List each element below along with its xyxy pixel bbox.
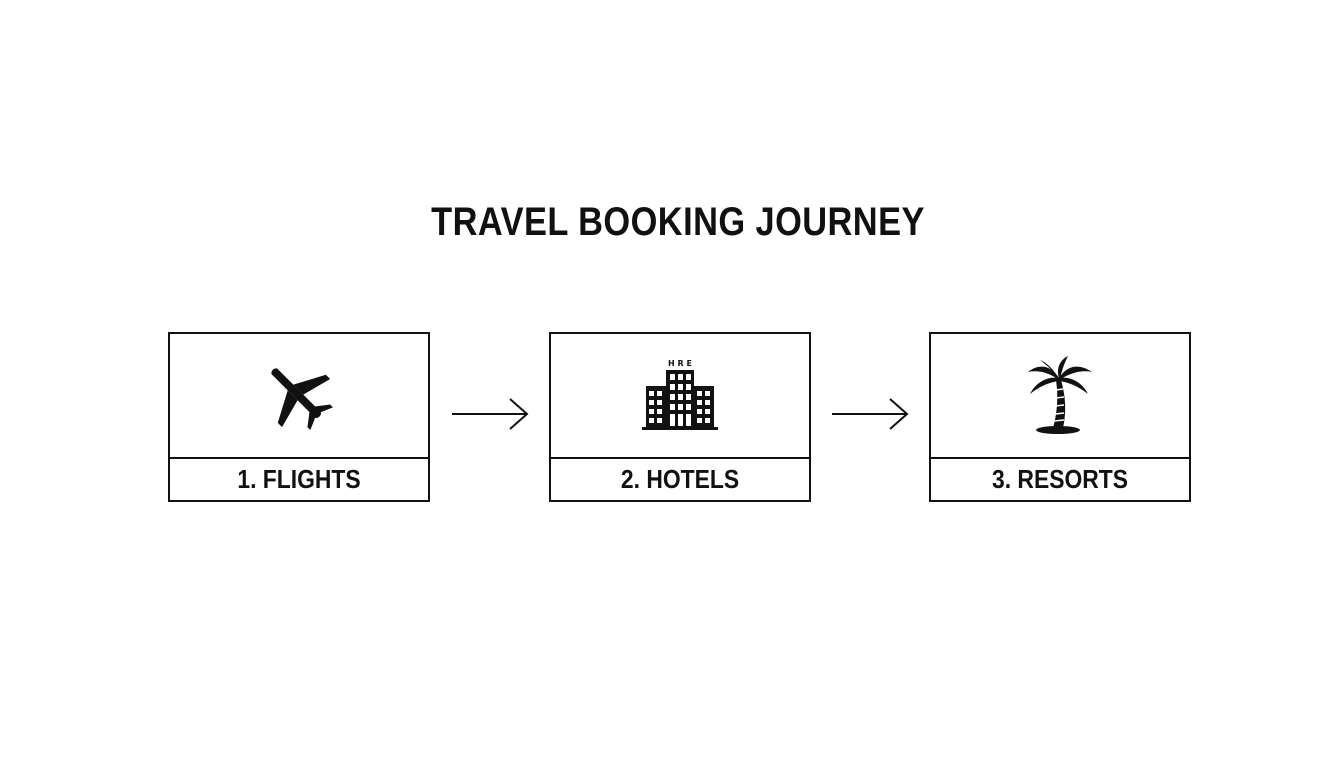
step-icon-area-hotels: H R E	[551, 334, 809, 459]
step-card-resorts: 3. RESORTS	[929, 332, 1191, 502]
arrow-right-icon	[832, 398, 909, 430]
step-icon-area-flights	[170, 334, 428, 459]
step-label-resorts: 3. RESORTS	[991, 464, 1129, 494]
step-label-hotels: 2. HOTELS	[620, 464, 740, 494]
step-label-flights: 1. FLIGHTS	[237, 464, 361, 494]
step-card-hotels: H R E	[549, 332, 811, 502]
palm-tree-icon	[1028, 355, 1092, 434]
hotel-sign-text: H R E	[668, 359, 692, 368]
hotel-building-icon: H R E	[642, 359, 718, 430]
step-icon-area-resorts	[931, 334, 1189, 459]
airplane-icon	[271, 367, 333, 430]
diagram-title: TRAVEL BOOKING JOURNEY	[431, 200, 925, 244]
arrow-right-icon	[452, 398, 529, 430]
step-card-flights: 1. FLIGHTS	[168, 332, 430, 502]
